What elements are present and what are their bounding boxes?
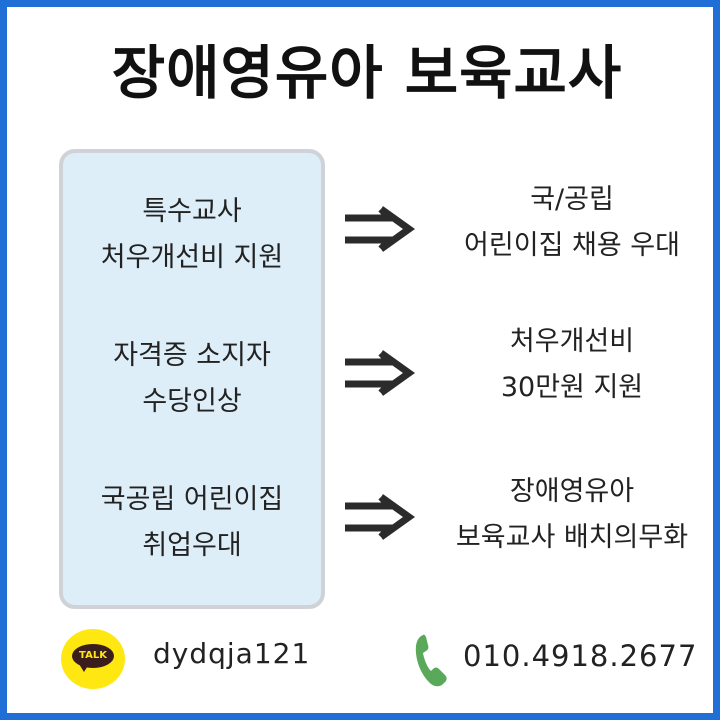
double-arrow-icon [345,494,415,540]
double-arrow-icon [345,350,415,396]
kakao-id: dydqja121 [153,637,311,670]
page-title: 장애영유아 보육교사 [111,39,623,107]
phone-number: 010.4918.2677 [463,639,698,673]
benefit-item-3: 국공립 어린이집 취업우대 [63,477,321,569]
result-item-2: 처우개선비 30만원 지원 [427,319,717,411]
result-item-3: 장애영유아 보육교사 배치의무화 [427,469,717,561]
benefit-item-2-line-2: 수당인상 [142,386,242,417]
benefits-panel: 특수교사 처우개선비 지원 자격증 소지자 수당인상 국공립 어린이집 취업우대 [59,149,325,609]
result-item-1-line-1: 국/공립 [530,184,614,215]
result-item-1: 국/공립 어린이집 채용 우대 [427,177,717,269]
result-item-2-line-2: 30만원 지원 [500,372,644,403]
benefit-item-1-line-2: 처우개선비 지원 [100,242,284,273]
kakaotalk-icon: TALK [61,629,125,689]
benefit-item-1: 특수교사 처우개선비 지원 [63,189,321,281]
talk-bubble-tail [79,664,89,672]
benefit-item-2-line-1: 자격증 소지자 [113,340,271,371]
result-item-2-line-1: 처우개선비 [509,326,635,357]
benefit-item-3-line-1: 국공립 어린이집 [100,484,284,515]
benefit-item-3-line-2: 취업우대 [142,530,242,561]
benefit-item-1-line-1: 특수교사 [142,196,242,227]
double-arrow-icon [345,206,415,252]
result-item-3-line-2: 보육교사 배치의무화 [455,522,689,553]
result-item-3-line-1: 장애영유아 [509,476,635,507]
result-item-1-line-2: 어린이집 채용 우대 [464,230,680,261]
phone-icon [415,634,447,687]
benefit-item-2: 자격증 소지자 수당인상 [63,333,321,425]
